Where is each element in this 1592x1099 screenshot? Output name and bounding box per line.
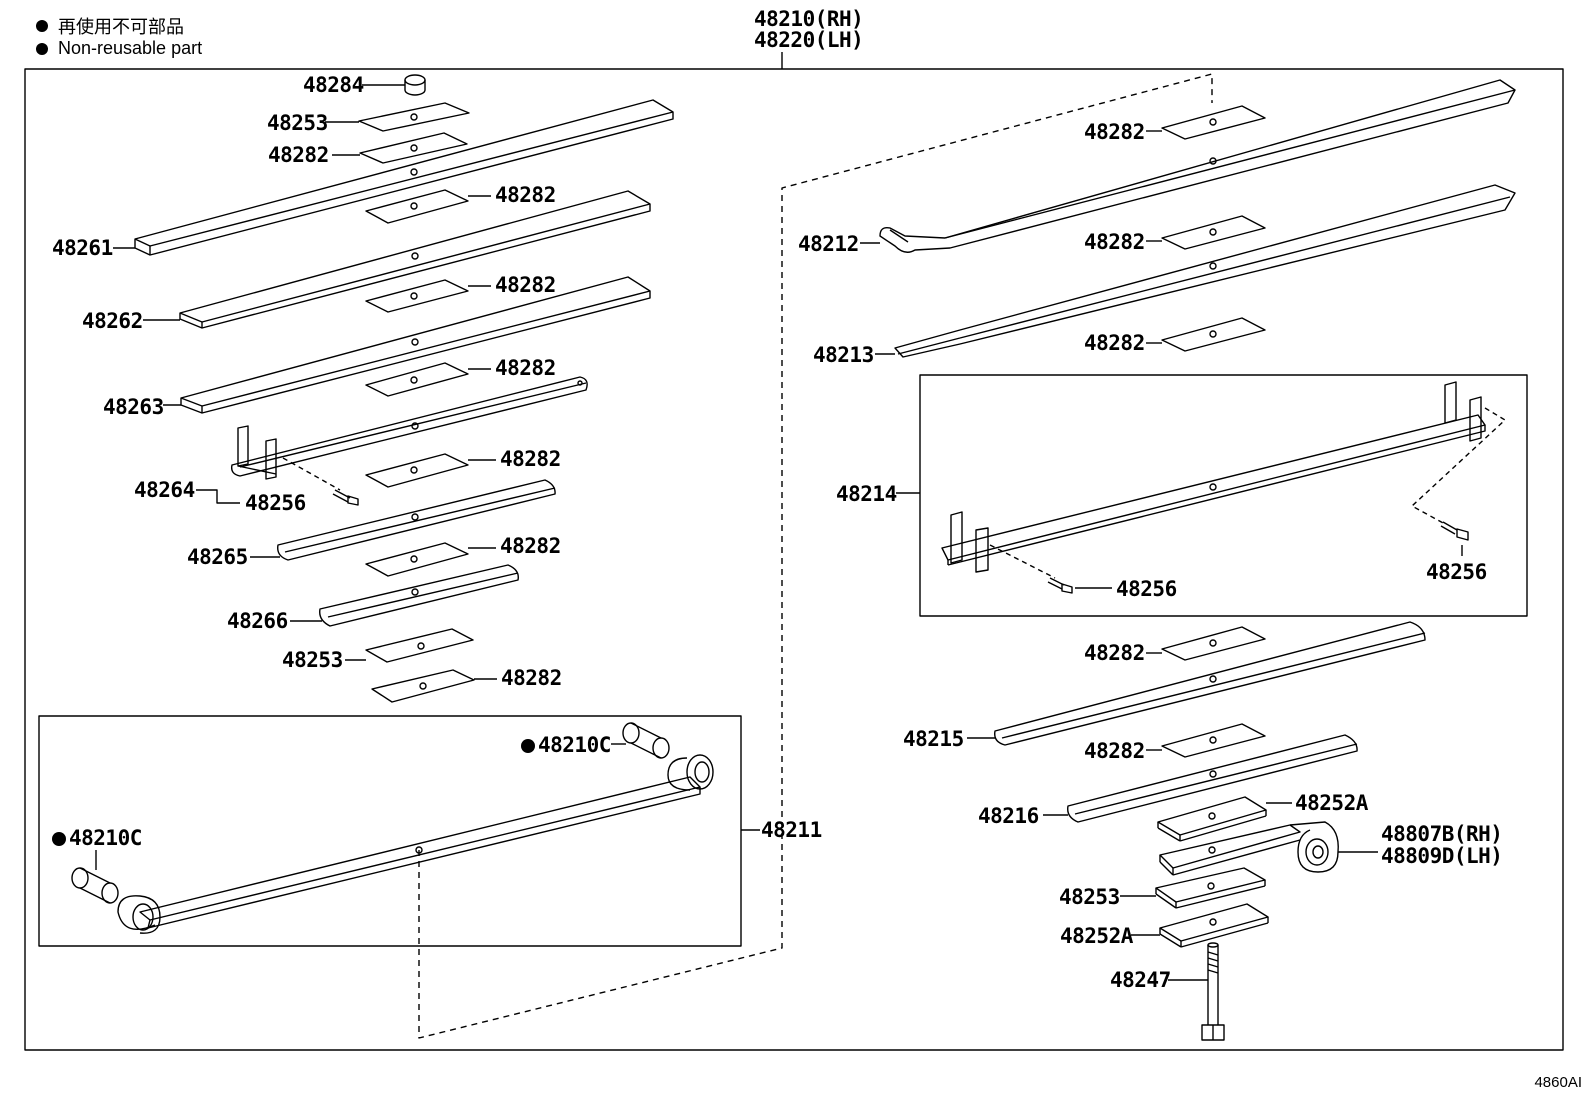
part-label-48282-b[interactable]: 48282: [495, 273, 556, 297]
non-reusable-dot-icon: [521, 739, 535, 753]
spacer-48252a-bottom: [1159, 903, 1269, 948]
spacer-plate-48282-r2: [1161, 215, 1266, 250]
spacer-plate-48282-r1: [1161, 105, 1266, 140]
bolt-48256-right: [1440, 521, 1469, 541]
part-label-48210c-right[interactable]: 48210C: [521, 734, 611, 756]
non-reusable-dot-icon: [52, 832, 66, 846]
part-label-48253-bottom[interactable]: 48253: [1059, 885, 1120, 909]
part-label-48264[interactable]: 48264: [134, 478, 195, 502]
leaf-48216: [1067, 734, 1358, 823]
part-label-48215[interactable]: 48215: [903, 727, 964, 751]
bolt-48256-left: [332, 489, 359, 506]
spacer-48252a-top: [1157, 796, 1267, 842]
part-number: 48210C: [538, 733, 611, 757]
part-label-48247[interactable]: 48247: [1110, 968, 1171, 992]
spacer-plate-48282-e: [365, 542, 469, 577]
outer-frame: [24, 68, 1564, 1051]
legend-row-english: Non-reusable part: [36, 38, 202, 59]
part-label-48252a-bottom[interactable]: 48252A: [1060, 924, 1133, 948]
spacer-plate-48253-mid: [365, 628, 474, 663]
spacer-48253-bottom: [1155, 867, 1266, 909]
leaf-48212: [879, 79, 1516, 253]
part-label-48282-top[interactable]: 48282: [268, 143, 329, 167]
center-bolt-48247: [1201, 942, 1225, 1041]
legend-dot-icon: [36, 42, 48, 55]
part-label-48282-d[interactable]: 48282: [500, 447, 561, 471]
part-label-48253-mid[interactable]: 48253: [282, 648, 343, 672]
part-label-48212[interactable]: 48212: [798, 232, 859, 256]
part-label-48216[interactable]: 48216: [978, 804, 1039, 828]
leaf-48213: [894, 184, 1516, 358]
part-label-48213[interactable]: 48213: [813, 343, 874, 367]
figure-code: 4860AI: [1534, 1074, 1582, 1091]
part-label-48282-r5[interactable]: 48282: [1084, 739, 1145, 763]
spacer-plate-48282-r3: [1161, 317, 1266, 352]
leaf-48214-box: [919, 374, 1528, 617]
spacer-plate-48282-d: [365, 453, 469, 488]
leaf-48262: [179, 190, 651, 329]
part-label-48282-f[interactable]: 48282: [501, 666, 562, 690]
part-label-48265[interactable]: 48265: [187, 545, 248, 569]
bracket-48807b: [1159, 821, 1339, 876]
legend-row-japanese: 再使用不可部品: [36, 13, 184, 39]
leaf-48264: [230, 376, 588, 480]
part-label-48282-e[interactable]: 48282: [500, 534, 561, 558]
assembly-lh-label[interactable]: 48220(LH): [754, 28, 864, 52]
bolt-48256-mid: [1047, 577, 1073, 594]
legend-dot-icon: [36, 20, 48, 32]
assembly-rh-label[interactable]: 48210(RH): [754, 7, 864, 31]
part-label-48261[interactable]: 48261: [52, 236, 113, 260]
part-label-48284[interactable]: 48284: [303, 73, 364, 97]
spacer-plate-48282-a: [365, 189, 469, 224]
part-label-48263[interactable]: 48263: [103, 395, 164, 419]
part-label-48256-left[interactable]: 48256: [245, 491, 306, 515]
part-label-48253-top[interactable]: 48253: [267, 111, 328, 135]
legend-label-japanese: 再使用不可部品: [58, 17, 184, 37]
part-number: 48210C: [69, 826, 142, 850]
spacer-plate-48282-b: [365, 279, 469, 313]
spacer-plate-48282-c: [365, 362, 469, 397]
part-label-48282-c[interactable]: 48282: [495, 356, 556, 380]
part-label-48214[interactable]: 48214: [836, 482, 897, 506]
main-leaf-box: [38, 715, 742, 947]
spacer-plate-48282-top: [359, 132, 468, 164]
part-label-48807b[interactable]: 48807B(RH): [1381, 822, 1503, 846]
legend-label-english: Non-reusable part: [58, 38, 203, 58]
part-label-48211[interactable]: 48211: [761, 818, 822, 842]
leaf-48265: [277, 479, 556, 561]
spacer-plate-48253-top: [358, 102, 470, 132]
part-label-48262[interactable]: 48262: [82, 309, 143, 333]
leaf-48261: [134, 99, 674, 256]
part-label-48809d[interactable]: 48809D(LH): [1381, 844, 1503, 868]
leaf-48266: [319, 564, 519, 627]
spacer-plate-48282-f: [371, 669, 475, 703]
part-label-48256-right[interactable]: 48256: [1426, 560, 1487, 584]
bushing-48210c-left: [71, 850, 119, 904]
part-label-48282-r3[interactable]: 48282: [1084, 331, 1145, 355]
part-label-48256-mid[interactable]: 48256: [1116, 577, 1177, 601]
leaf-48214: [941, 381, 1486, 573]
part-label-48282-r4[interactable]: 48282: [1084, 641, 1145, 665]
main-leaf-48211: [117, 754, 714, 934]
spacer-plate-48282-r5: [1161, 723, 1266, 758]
part-label-48282-r2[interactable]: 48282: [1084, 230, 1145, 254]
part-label-48282-r1[interactable]: 48282: [1084, 120, 1145, 144]
part-label-48266[interactable]: 48266: [227, 609, 288, 633]
bushing-48284: [362, 74, 426, 96]
bushing-48210c-right: [622, 722, 670, 759]
leaf-48215: [994, 621, 1426, 746]
spacer-plate-48282-r4: [1161, 626, 1266, 661]
part-label-48210c-left[interactable]: 48210C: [52, 827, 142, 849]
part-label-48252a-top[interactable]: 48252A: [1295, 791, 1368, 815]
part-label-48282-a[interactable]: 48282: [495, 183, 556, 207]
